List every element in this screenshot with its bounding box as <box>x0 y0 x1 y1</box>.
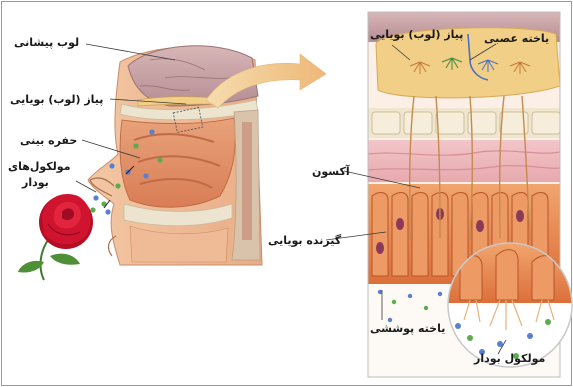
odor-molecule-label: مولکول بودار <box>474 352 545 365</box>
olfactory-bulb-detail-label: پیاز (لوب) بویایی <box>370 28 463 41</box>
frontal-lobe-label: لوب پیشانی <box>14 36 79 49</box>
olfactory-bulb-label: پیاز (لوب) بویایی <box>10 93 103 106</box>
nasal-cavity <box>120 118 235 207</box>
nerve-cell-label: یاخته عصبی <box>484 32 549 45</box>
epithelial-cell-label: یاخته پوششی <box>370 322 445 335</box>
rose-flower <box>18 194 93 280</box>
nasal-cavity-label: حفره بینی <box>20 134 77 147</box>
odor-molecules-label-line1: مولکول‌های <box>8 160 71 173</box>
axon-label: آکسون <box>312 165 350 178</box>
olfactory-receptor-label: گیرنده بویایی <box>268 234 341 247</box>
magnifier-circle <box>448 243 572 367</box>
odor-molecules-label-line2: بودار <box>22 176 49 189</box>
